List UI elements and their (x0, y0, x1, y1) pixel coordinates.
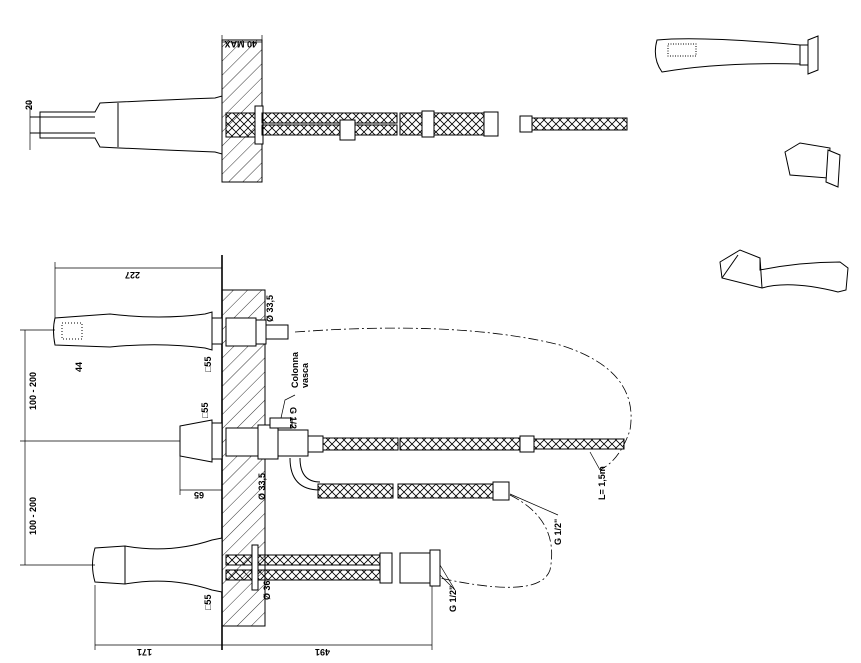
handle-length-label: 65 (194, 490, 204, 500)
top-nut-diameter-label: Ø 33,5 (265, 295, 275, 322)
hose-middle (322, 437, 399, 451)
handshower-width-label: 44 (74, 362, 84, 372)
bottom-thread-label: G 1/2" (448, 586, 458, 612)
spacing-lower-label: 100 - 200 (28, 497, 38, 535)
column-label-2: vasca (300, 362, 310, 388)
middle-square-label: □55 (200, 403, 210, 418)
spout-length-label: 171 (137, 647, 152, 657)
top-view: 40 MAX 20 (24, 35, 628, 183)
bottom-diameter-label: Ø 36 (262, 580, 272, 600)
max-depth-label: 40 MAX (224, 39, 257, 49)
top-square-label: □55 (203, 357, 213, 372)
handshower-length-label: 227 (125, 270, 140, 280)
middle-nut-diameter-label: Ø 33,5 (257, 473, 267, 500)
spacing-upper-label: 100 - 200 (28, 372, 38, 410)
hose-thread-label: G 1/2" (553, 519, 563, 545)
column-thread-label: G 1/2 (288, 407, 298, 429)
handshower-3d-icon (654, 35, 819, 75)
hose-top (261, 112, 398, 124)
handshower (53, 311, 213, 351)
bath-spout-3d-icon (719, 249, 849, 293)
hose-bottom (225, 554, 382, 566)
under-wall-length-label: 491 (315, 647, 330, 657)
column-label-1: Colonna (290, 351, 300, 388)
handshower-diameter-label: 20 (24, 100, 34, 110)
hose-length-label: L= 1,5m (597, 466, 607, 500)
mixer-handle-3d-icon (784, 142, 841, 188)
spray-nozzles-icon (61, 322, 83, 340)
bottom-square-label: □55 (203, 595, 213, 610)
handshower-side (39, 95, 223, 155)
mixer-handle (179, 419, 213, 463)
bath-spout (92, 537, 223, 593)
hose-path-dashed (294, 327, 632, 471)
front-view: 227 100 - 200 100 - 200 44 □55 Ø 33,5 □5… (20, 255, 632, 657)
